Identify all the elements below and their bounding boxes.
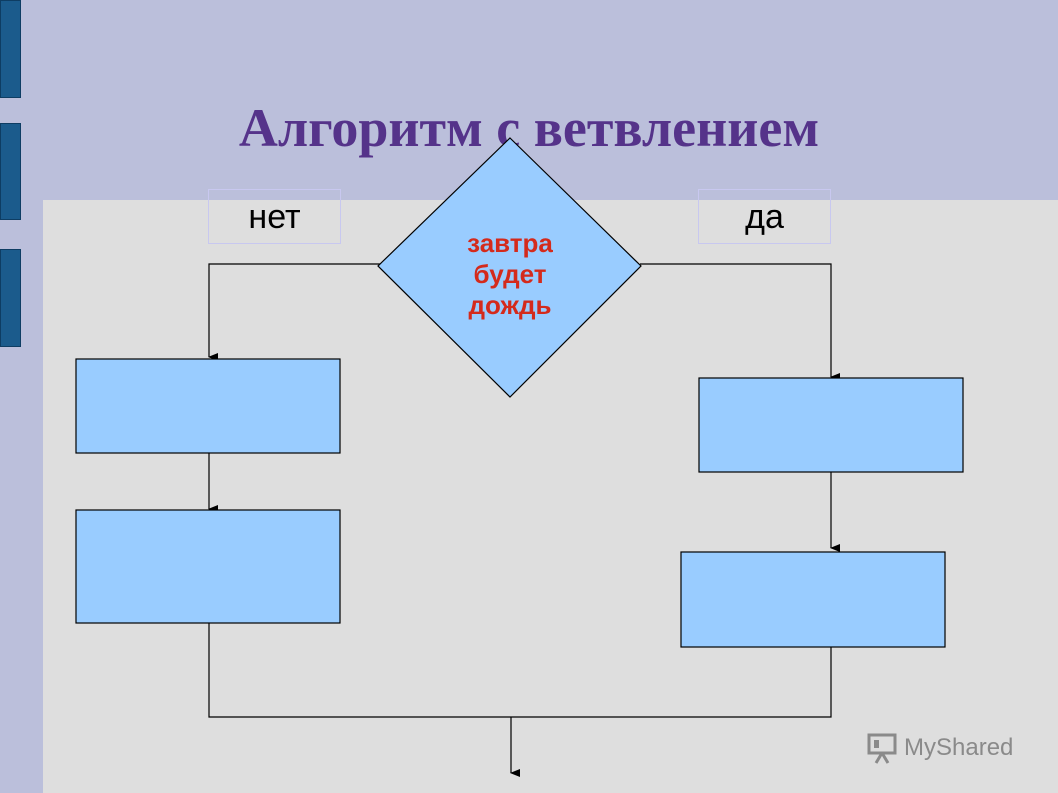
watermark-text: MyShared — [904, 734, 1014, 761]
slide-title: Алгоритм с ветвлением — [238, 98, 820, 158]
side-tab-3 — [0, 249, 21, 347]
presentation-screen-icon — [867, 733, 897, 764]
no-step-1-box — [75, 358, 341, 454]
no-branch-connector — [208, 263, 380, 361]
merge-connector — [208, 623, 832, 718]
side-tab-1 — [0, 0, 21, 98]
condition-text: завтра будет дождь — [467, 228, 553, 320]
no-label: нет — [208, 189, 341, 244]
yes-label: да — [698, 189, 831, 244]
watermark: MyShared — [866, 730, 1013, 766]
decision-diamond — [377, 137, 642, 398]
side-tab-2 — [0, 123, 21, 220]
yes-step-2-box — [680, 551, 946, 648]
yes-branch-connector — [640, 263, 840, 381]
yes-step-1-box — [698, 377, 964, 473]
no-step-2-box — [75, 509, 341, 624]
